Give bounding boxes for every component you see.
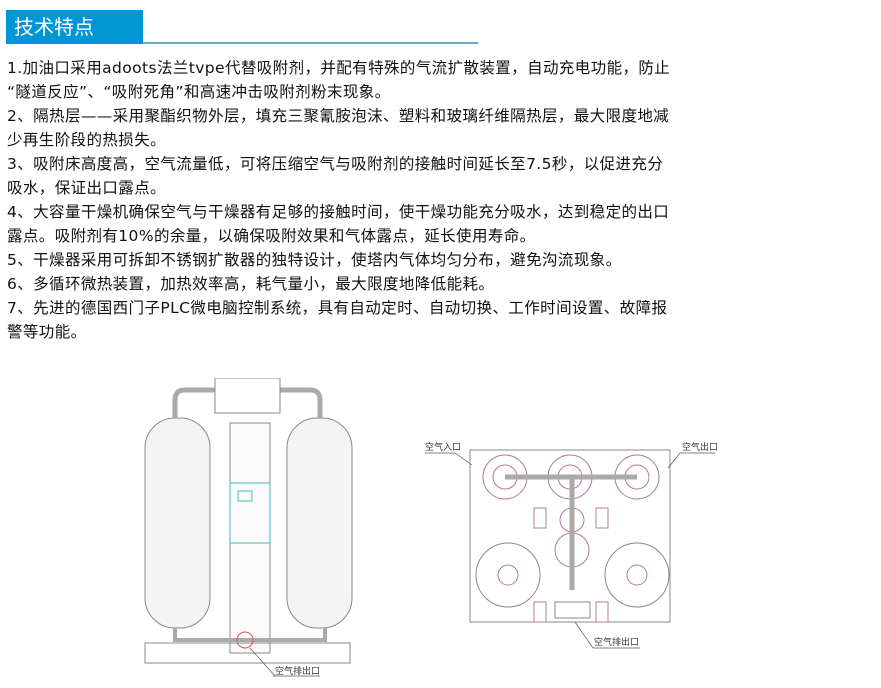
feature-line: 警等功能。 <box>7 323 87 341</box>
feature-line: 6、多循环微热装置，加热效率高，耗气量小，最大限度地降低能耗。 <box>7 275 495 293</box>
feature-line: 1.加油口采用adoots法兰tvpe代替吸附剂，并配有特殊的气流扩散装置，自动… <box>7 59 671 77</box>
title-underline <box>143 42 478 44</box>
exhaust-label: 空气排出口 <box>594 636 639 648</box>
feature-line: 少再生阶段的热损失。 <box>7 131 167 149</box>
outlet-label: 空气出口 <box>682 441 718 453</box>
feature-line: 露点。吸附剂有10%的余量，以确保吸附效果和气体露点，延长使用寿命。 <box>7 227 536 245</box>
dryer-front-diagram: 空气排出口 <box>144 378 353 677</box>
section-title: 技术特点 <box>6 10 143 44</box>
feature-item: 4、大容量干燥机确保空气与干燥器有足够的接触时间，使干燥功能充分吸水，达到稳定的… <box>7 200 867 248</box>
feature-line: 4、大容量干燥机确保空气与干燥器有足够的接触时间，使干燥功能充分吸水，达到稳定的… <box>7 203 670 221</box>
feature-item: 5、干燥器采用可拆卸不锈钢扩散器的独特设计，使塔内气体均匀分布，避免沟流现象。 <box>7 248 867 272</box>
feature-item: 2、隔热层——采用聚酯织物外层，填充三聚氰胺泡沫、塑料和玻璃纤维隔热层，最大限度… <box>7 104 867 152</box>
front-exhaust-label: 空气排出口 <box>275 665 320 677</box>
inlet-label: 空气入口 <box>425 441 461 453</box>
feature-line: 3、吸附床高度高，空气流量低，可将压缩空气与吸附剂的接触时间延长至7.5秒，以促… <box>7 155 664 173</box>
feature-line: “隧道反应”、“吸附死角”和高速冲击吸附剂粉末现象。 <box>7 83 391 101</box>
feature-item: 1.加油口采用adoots法兰tvpe代替吸附剂，并配有特殊的气流扩散装置，自动… <box>7 56 867 104</box>
feature-line: 5、干燥器采用可拆卸不锈钢扩散器的独特设计，使塔内气体均匀分布，避免沟流现象。 <box>7 251 622 269</box>
dryer-top-diagram: 空气入口 空气出口 空气排出口 <box>425 441 718 649</box>
feature-list: 1.加油口采用adoots法兰tvpe代替吸附剂，并配有特殊的气流扩散装置，自动… <box>7 56 867 344</box>
feature-line: 7、先进的德国西门子PLC微电脑控制系统，具有自动定时、自动切换、工作时间设置、… <box>7 299 668 317</box>
feature-line: 吸水，保证出口露点。 <box>7 179 167 197</box>
feature-item: 6、多循环微热装置，加热效率高，耗气量小，最大限度地降低能耗。 <box>7 272 867 296</box>
feature-item: 3、吸附床高度高，空气流量低，可将压缩空气与吸附剂的接触时间延长至7.5秒，以促… <box>7 152 867 200</box>
feature-line: 2、隔热层——采用聚酯织物外层，填充三聚氰胺泡沫、塑料和玻璃纤维隔热层，最大限度… <box>7 107 670 125</box>
feature-item: 7、先进的德国西门子PLC微电脑控制系统，具有自动定时、自动切换、工作时间设置、… <box>7 296 867 344</box>
